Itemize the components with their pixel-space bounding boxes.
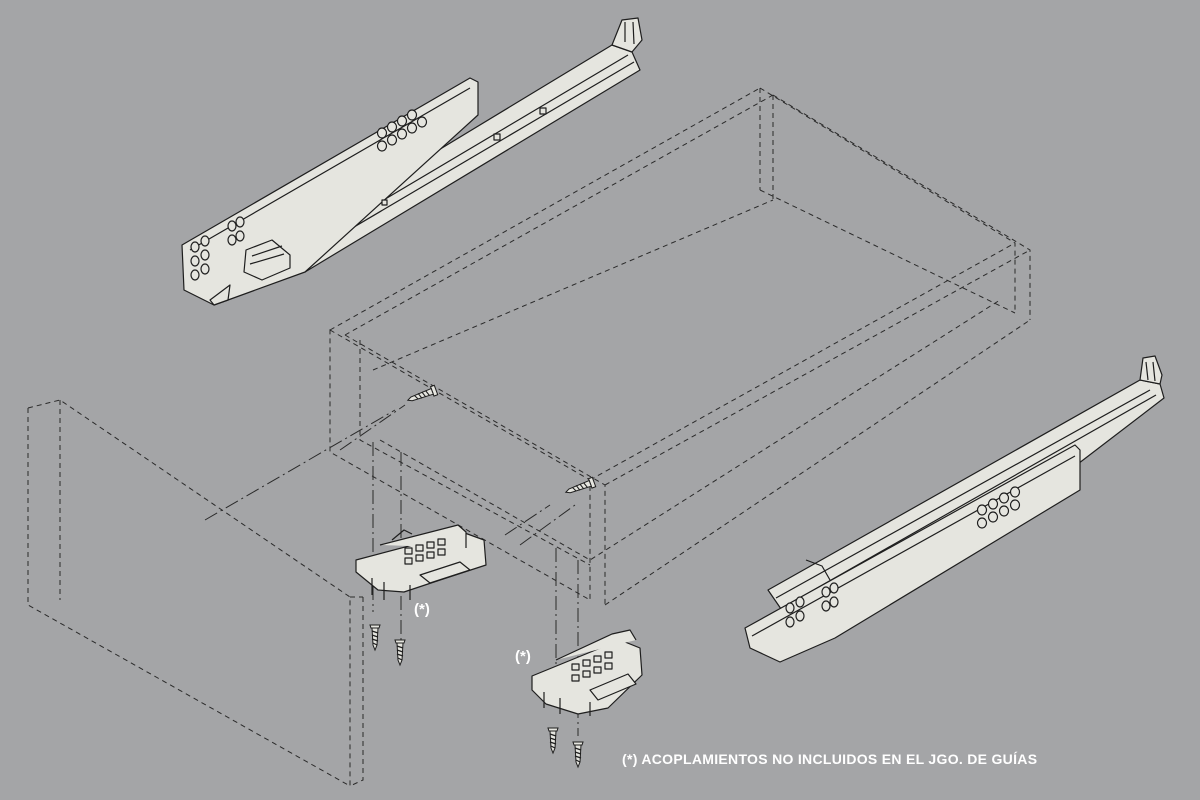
locking-device-right: [531, 629, 643, 716]
drawer-slide-left: [181, 17, 643, 306]
coupling-marker-right: (*): [515, 648, 531, 665]
alignment-lines: [204, 404, 579, 736]
drawer-slide-right: [744, 355, 1165, 663]
coupling-marker-left: (*): [414, 601, 430, 618]
drawer-box-outline: [329, 87, 1031, 606]
locking-device-left: [355, 524, 487, 600]
wood-screw-icon: [563, 476, 597, 498]
wood-screw-icon: [394, 639, 406, 666]
wood-screw-icon: [572, 741, 584, 768]
cabinet-outline: [27, 399, 364, 787]
footnote: (*) ACOPLAMIENTOS NO INCLUIDOS EN EL JGO…: [622, 751, 1038, 767]
wood-screw-icon: [547, 727, 559, 754]
wood-screw-icon: [405, 384, 439, 406]
wood-screw-icon: [369, 624, 381, 651]
